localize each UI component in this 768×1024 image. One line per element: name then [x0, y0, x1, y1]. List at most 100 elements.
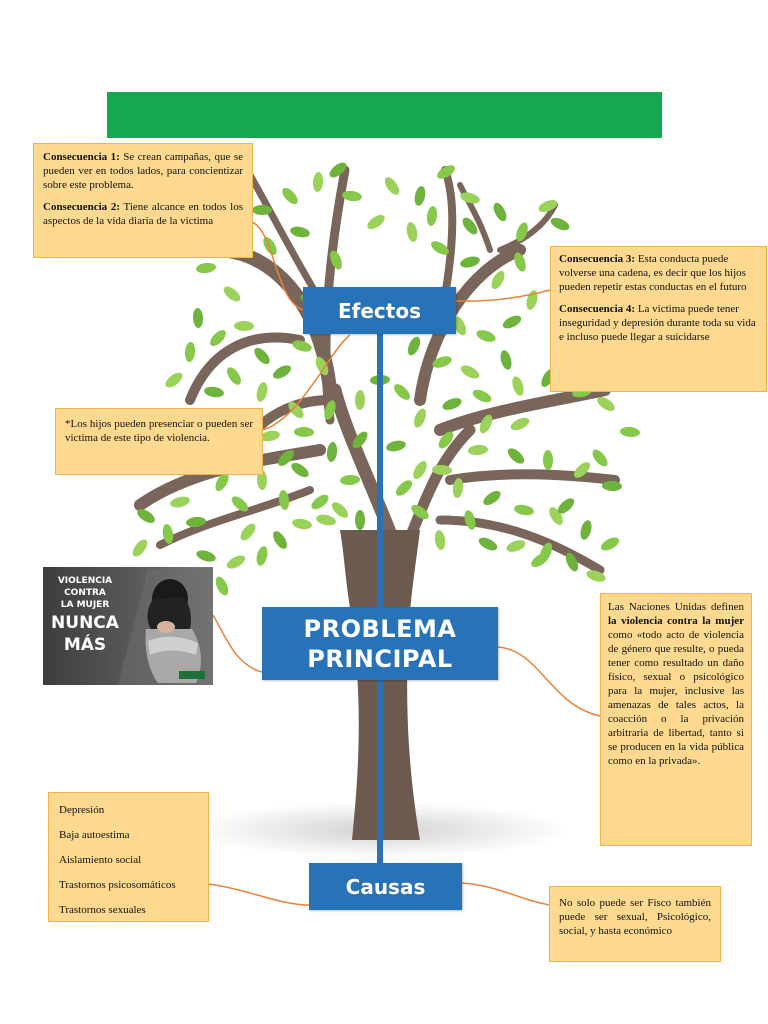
leaf [437, 165, 455, 179]
causes-list-note: Depresión Baja autoestima Aislamiento so… [48, 792, 209, 922]
leaf [162, 524, 174, 544]
leaf [468, 444, 488, 456]
leaf [550, 217, 570, 231]
children-note: *Los hijos pueden presenciar o pueden se… [55, 408, 263, 475]
problema-line-1: PROBLEMA [303, 614, 457, 643]
consequence-1-label: Consecuencia 1: [43, 151, 120, 163]
leaf [292, 518, 312, 530]
leaf [464, 510, 476, 530]
leaf [565, 552, 579, 572]
poster-text: VIOLENCIA CONTRA LA MUJER NUNCA MÁS [49, 575, 121, 655]
leaf [479, 414, 493, 434]
leaf [574, 462, 590, 478]
leaf [290, 226, 310, 238]
cause-item: Baja autoestima [59, 829, 130, 841]
leaf [506, 540, 526, 552]
leaf [292, 340, 312, 352]
leaf [231, 496, 249, 512]
definition-intro: Las Naciones Unidas definen [608, 601, 744, 613]
leaf [312, 172, 324, 192]
leaf [329, 162, 347, 178]
leaf [326, 442, 338, 462]
leaf [414, 408, 426, 428]
leaf [426, 206, 438, 226]
consequence-2-text: Tiene alcance en todos los aspectos de l… [43, 201, 243, 227]
leaf [252, 205, 272, 215]
connector-lines [208, 221, 601, 906]
leaf [478, 537, 498, 551]
leaf [165, 372, 183, 388]
title-banner [107, 92, 662, 138]
poster-line-1: VIOLENCIA [57, 576, 113, 586]
leaf [602, 480, 622, 492]
leaf [282, 187, 298, 205]
cause-item: Trastornos psicosomáticos [59, 879, 176, 891]
leaf [600, 537, 620, 551]
leaf [542, 450, 554, 470]
problema-line-2: PRINCIPAL [307, 644, 453, 673]
leaf [586, 570, 606, 582]
consequence-3-text: Esta conducta puede volverse una cadena,… [559, 253, 747, 293]
leaf [597, 397, 615, 411]
leaf [460, 256, 480, 268]
leaf [254, 347, 270, 365]
leaf [406, 222, 418, 242]
leaf [620, 426, 640, 438]
leaf [413, 461, 427, 479]
leaf [330, 250, 342, 270]
problema-principal-box: PROBLEMA PRINCIPAL [262, 607, 498, 680]
leaf [502, 315, 522, 329]
leaf [215, 576, 229, 596]
leaf [394, 384, 410, 400]
leaf [460, 365, 480, 379]
leaf [223, 286, 241, 302]
causas-label: Causas [345, 874, 426, 899]
leaf [210, 330, 226, 346]
leaf [460, 192, 480, 204]
leaf [137, 509, 155, 523]
leaf [272, 365, 292, 379]
leaf [342, 190, 362, 202]
leaf [483, 490, 501, 506]
leaf [256, 470, 268, 490]
leaf [273, 531, 287, 549]
consequence-1-text: Se crean campañas, que se pueden ver en … [43, 151, 243, 191]
leaf [472, 389, 492, 403]
leaf [192, 308, 204, 328]
leaf [462, 217, 478, 235]
leaf [507, 448, 525, 464]
definition-bold: la violencia contra la mujer [608, 615, 744, 627]
crouching-woman-figure [118, 569, 213, 685]
violence-types-text: No solo puede ser Fisco también puede se… [559, 897, 711, 937]
poster-line-2: CONTRA [64, 588, 106, 598]
leaf [557, 498, 575, 514]
efectos-label: Efectos [338, 298, 421, 323]
causas-box: Causas [309, 863, 462, 910]
definition-note: Las Naciones Unidas definen la violencia… [600, 593, 752, 846]
consequences-right-note: Consecuencia 3: Esta conducta puede volv… [550, 246, 767, 392]
leaf [580, 520, 592, 540]
leaf [315, 356, 329, 376]
cause-item: Depresión [59, 804, 105, 816]
leaf [278, 490, 290, 510]
leaf [367, 214, 385, 230]
efectos-box: Efectos [303, 287, 456, 334]
leaf [186, 516, 206, 528]
leaf [215, 472, 229, 492]
leaf [316, 514, 336, 526]
leaf [170, 496, 190, 508]
leaf [196, 262, 216, 274]
consequences-left-note: Consecuencia 1: Se crean campañas, que s… [33, 143, 253, 258]
leaf [549, 507, 563, 525]
leaf [260, 430, 280, 442]
leaf [294, 426, 314, 438]
leaf [384, 177, 400, 195]
leaf [516, 222, 528, 242]
leaf [514, 252, 526, 272]
leaf [331, 502, 349, 518]
leaf [234, 320, 254, 332]
leaf [538, 199, 558, 213]
leaf [526, 290, 538, 310]
consequence-4-text: La victima puede tener inseguridad y dep… [559, 303, 756, 343]
leaf [432, 356, 452, 368]
